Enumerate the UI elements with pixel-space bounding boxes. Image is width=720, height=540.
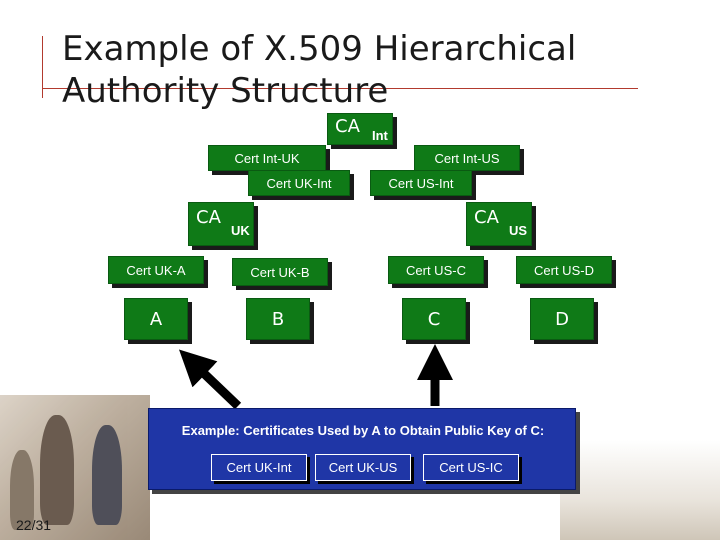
cert-uk-b-node: Cert UK-B: [232, 258, 328, 286]
example-chip-2-label: Cert UK-US: [328, 460, 398, 475]
cert-us-int-label: Cert US-Int: [388, 175, 454, 191]
cert-int-us-label: Cert Int-US: [434, 150, 500, 166]
leaf-c-node: C: [402, 298, 466, 340]
title-rule-horizontal: [42, 88, 638, 89]
example-chip-1-label: Cert UK-Int: [226, 460, 292, 475]
cert-int-uk-label: Cert Int-UK: [234, 150, 300, 166]
page-number: 22/31: [16, 517, 52, 533]
example-chip-3-label: Cert US-IC: [439, 460, 503, 475]
leaf-b-label: B: [271, 308, 285, 330]
example-chip-3: Cert US-IC: [423, 454, 519, 481]
ca-int-sub: Int: [372, 128, 388, 143]
cert-us-int-node: Cert US-Int: [370, 170, 472, 196]
ca-int-label: CA: [335, 116, 360, 137]
leaf-a-label: A: [149, 308, 163, 330]
title-rule-vertical: [42, 36, 43, 98]
leaf-a-node: A: [124, 298, 188, 340]
ca-uk-node: CA UK: [188, 202, 254, 246]
cert-uk-int-label: Cert UK-Int: [266, 175, 332, 191]
cert-uk-a-node: Cert UK-A: [108, 256, 204, 284]
ca-us-label: CA: [474, 207, 499, 228]
cert-int-us-node: Cert Int-US: [414, 145, 520, 171]
leaf-d-node: D: [530, 298, 594, 340]
cert-us-d-label: Cert US-D: [534, 262, 594, 278]
ca-uk-label: CA: [196, 207, 221, 228]
example-chip-2: Cert UK-US: [315, 454, 411, 481]
slide-title-line2: Authority Structure: [62, 71, 389, 111]
leaf-b-node: B: [246, 298, 310, 340]
cert-uk-int-node: Cert UK-Int: [248, 170, 350, 196]
slide-title-line1: Example of X.509 Hierarchical: [62, 29, 577, 69]
background-photo: [0, 395, 150, 540]
example-box: Example: Certificates Used by A to Obtai…: [148, 408, 576, 490]
ca-uk-sub: UK: [231, 223, 250, 238]
cert-uk-b-label: Cert UK-B: [250, 264, 310, 280]
cert-us-d-node: Cert US-D: [516, 256, 612, 284]
leaf-c-label: C: [427, 308, 441, 330]
cert-us-c-node: Cert US-C: [388, 256, 484, 284]
arrow-to-a: [178, 349, 242, 410]
cert-uk-a-label: Cert UK-A: [126, 262, 186, 278]
ca-us-node: CA US: [466, 202, 532, 246]
leaf-d-label: D: [555, 308, 569, 330]
cert-us-c-label: Cert US-C: [406, 262, 466, 278]
slide-title: Example of X.509 Hierarchical Authority …: [62, 28, 576, 112]
example-title: Example: Certificates Used by A to Obtai…: [181, 423, 545, 438]
ca-us-sub: US: [509, 223, 528, 238]
background-building: [560, 440, 720, 540]
cert-int-uk-node: Cert Int-UK: [208, 145, 326, 171]
example-chip-1: Cert UK-Int: [211, 454, 307, 481]
ca-int-node: CA Int: [327, 113, 393, 145]
